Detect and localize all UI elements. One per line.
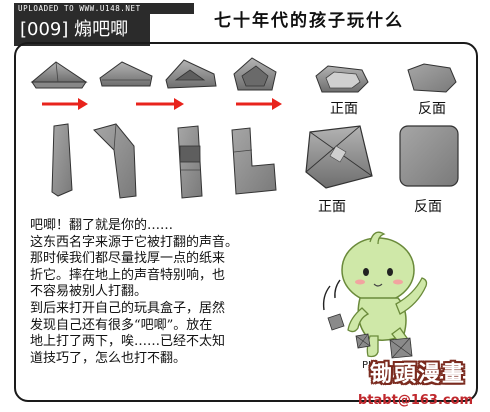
tagline: 七十年代的孩子玩什么 [214, 11, 404, 31]
fold-step-5 [51, 123, 73, 197]
finished-front-large [305, 125, 373, 189]
fold-step-4 [233, 57, 277, 91]
arrow-icon [42, 98, 88, 110]
arrow-icon [136, 98, 184, 110]
text-line: 发现自己还有很多“吧唧”。放在 [30, 317, 213, 333]
studio-logo: 锄頭漫畫 [369, 362, 466, 387]
sound-effect: PIA~ [362, 360, 387, 371]
fold-step-3 [165, 59, 217, 89]
main-panel [14, 42, 478, 402]
fold-step-6 [93, 123, 137, 199]
text-line: 那时候我们都尽量找厚一点的纸来 [30, 251, 226, 267]
label-back-small: 反面 [418, 101, 446, 117]
paper-piece-icon [327, 313, 345, 331]
uploaded-banner: UPLOADED TO WWW.U148.NET [14, 3, 194, 14]
fold-step-8 [231, 127, 277, 195]
green-character [322, 231, 428, 358]
text-line: 到后来打开自己的玩具盒子，居然 [30, 300, 226, 316]
text-line: 吧唧！翻了就是你的…… [30, 218, 174, 233]
finished-back-large [399, 125, 459, 187]
text-line: 地上打了两下，唉……已经不太知 [30, 334, 226, 350]
contact-email: btabt@163.com [358, 393, 474, 408]
finished-back-small [407, 63, 457, 93]
arrow-icon [236, 98, 282, 110]
text-line: 不容易被别人打翻。 [30, 284, 148, 300]
fold-step-7 [177, 125, 203, 199]
text-line: 这东西名字来源于它被打翻的声音。 [30, 234, 239, 250]
fold-step-1 [30, 61, 88, 89]
paper-piece-icon [355, 333, 371, 349]
finished-front-small [315, 65, 369, 93]
paper-piece-icon [389, 337, 413, 359]
comic-title: [009] 煽吧唧 [14, 14, 150, 46]
label-front-small: 正面 [330, 101, 358, 117]
description-text: 吧唧！翻了就是你的…… 这东西名字来源于它被打翻的声音。 那时候我们都尽量找厚一… [30, 218, 280, 367]
text-line: 道技巧了，怎么也打不翻。 [30, 350, 187, 366]
text-line: 折它。摔在地上的声音特别响，也 [30, 267, 226, 283]
label-front-large: 正面 [318, 199, 346, 215]
label-back-large: 反面 [414, 199, 442, 215]
fold-step-2 [99, 61, 153, 87]
